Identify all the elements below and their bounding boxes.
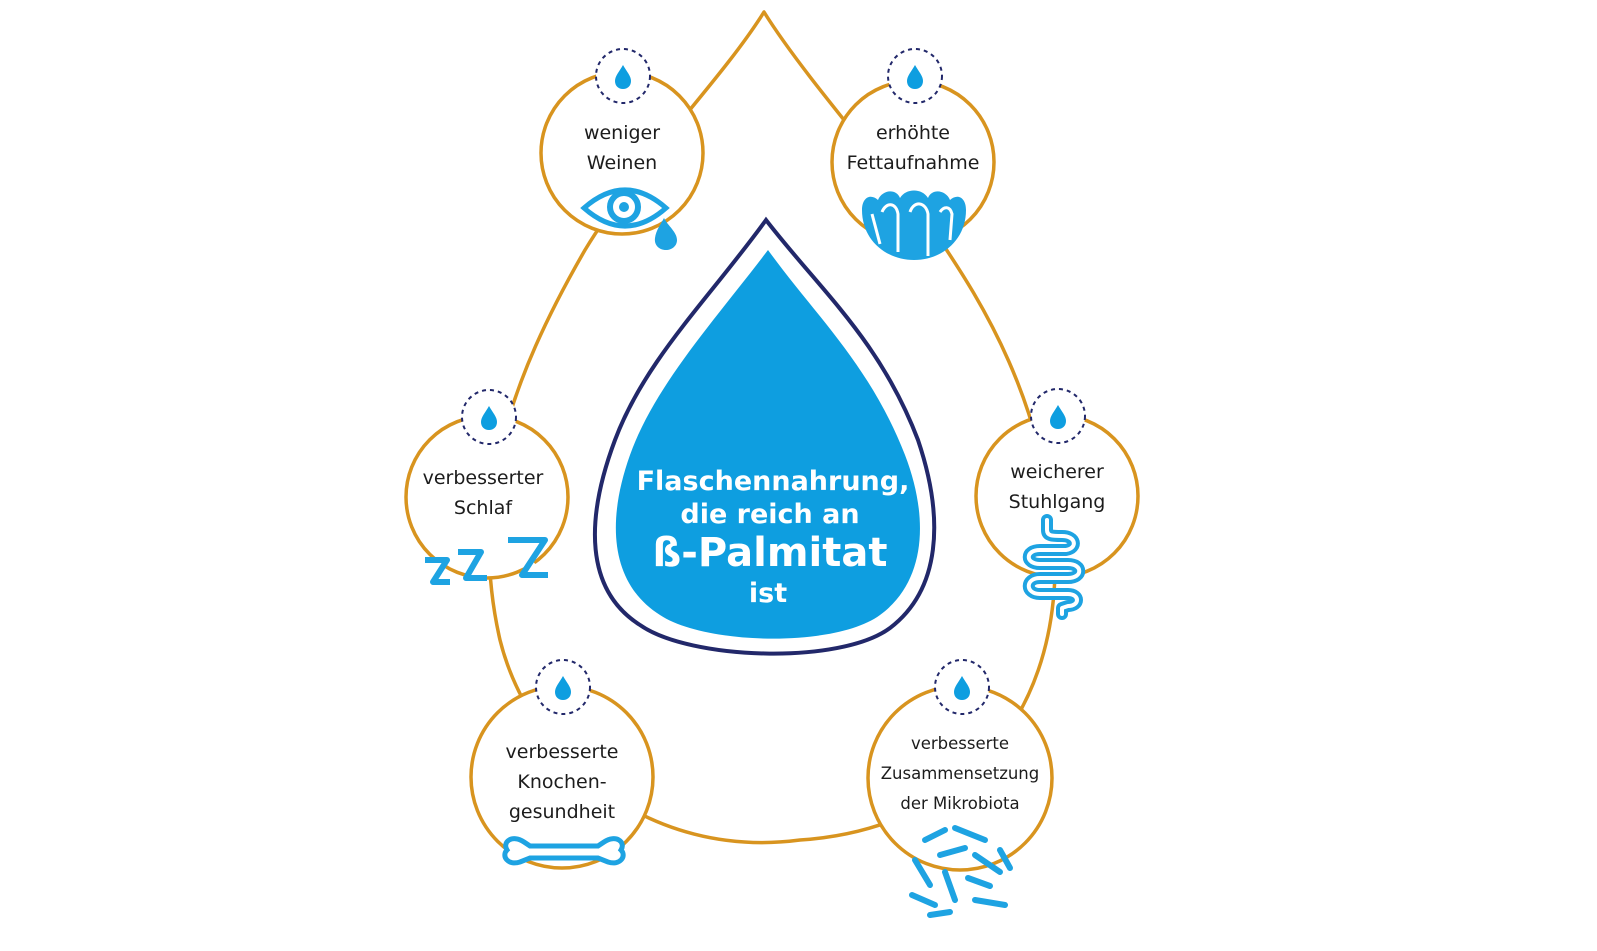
benefit-verbesserter-schlaf: verbesserter Schlaf xyxy=(404,389,570,585)
benefit-verbesserte-mikrobiota: verbesserte Zusammensetzung der Mikrobio… xyxy=(866,659,1054,918)
center-title-line-2: die reich an xyxy=(680,499,859,530)
benefit-label-line-1: weniger xyxy=(584,122,660,144)
benefit-label-line-3: gesundheit xyxy=(509,801,615,823)
benefit-label-line-2: Weinen xyxy=(587,152,657,174)
benefit-label-line-2: Fettaufnahme xyxy=(847,152,980,174)
benefit-verbesserte-knochengesundheit: verbesserte Knochen- gesundheit xyxy=(469,659,655,870)
center-title-line-3: ß-Palmitat xyxy=(653,530,888,576)
bacteria-icon xyxy=(909,825,1013,918)
bone-icon xyxy=(502,836,626,866)
intestinal-villi-icon xyxy=(862,190,966,260)
benefit-label-line-1: verbesserte xyxy=(506,741,619,763)
benefit-label-line-3: der Mikrobiota xyxy=(900,794,1019,813)
benefit-label-line-2: Knochen- xyxy=(517,771,606,793)
outer-drop-outline xyxy=(487,10,1057,845)
benefit-label-line-2: Zusammensetzung xyxy=(881,764,1040,783)
benefit-label-line-1: verbesserter xyxy=(423,467,544,489)
central-drop-outline xyxy=(593,216,937,656)
crying-eye-icon xyxy=(580,187,677,250)
center-title-line-4: ist xyxy=(749,578,787,609)
benefit-erhoehte-fettaufnahme: erhöhte Fettaufnahme xyxy=(830,48,996,260)
central-drop xyxy=(593,216,937,656)
benefit-label-line-2: Schlaf xyxy=(454,497,513,519)
benefit-weicherer-stuhlgang: weicherer Stuhlgang xyxy=(974,388,1140,620)
benefit-label-line-1: verbesserte xyxy=(911,734,1009,753)
intestine-icon xyxy=(1022,514,1086,620)
benefit-label-line-2: Stuhlgang xyxy=(1009,491,1106,513)
benefit-label-line-1: weicherer xyxy=(1010,461,1104,483)
center-title-line-1: Flaschennahrung, xyxy=(637,466,910,497)
benefit-weniger-weinen: weniger Weinen xyxy=(539,48,705,250)
benefit-label-line-1: erhöhte xyxy=(876,122,950,144)
sleep-zzz-icon xyxy=(425,537,548,585)
central-drop-fill xyxy=(615,250,920,639)
